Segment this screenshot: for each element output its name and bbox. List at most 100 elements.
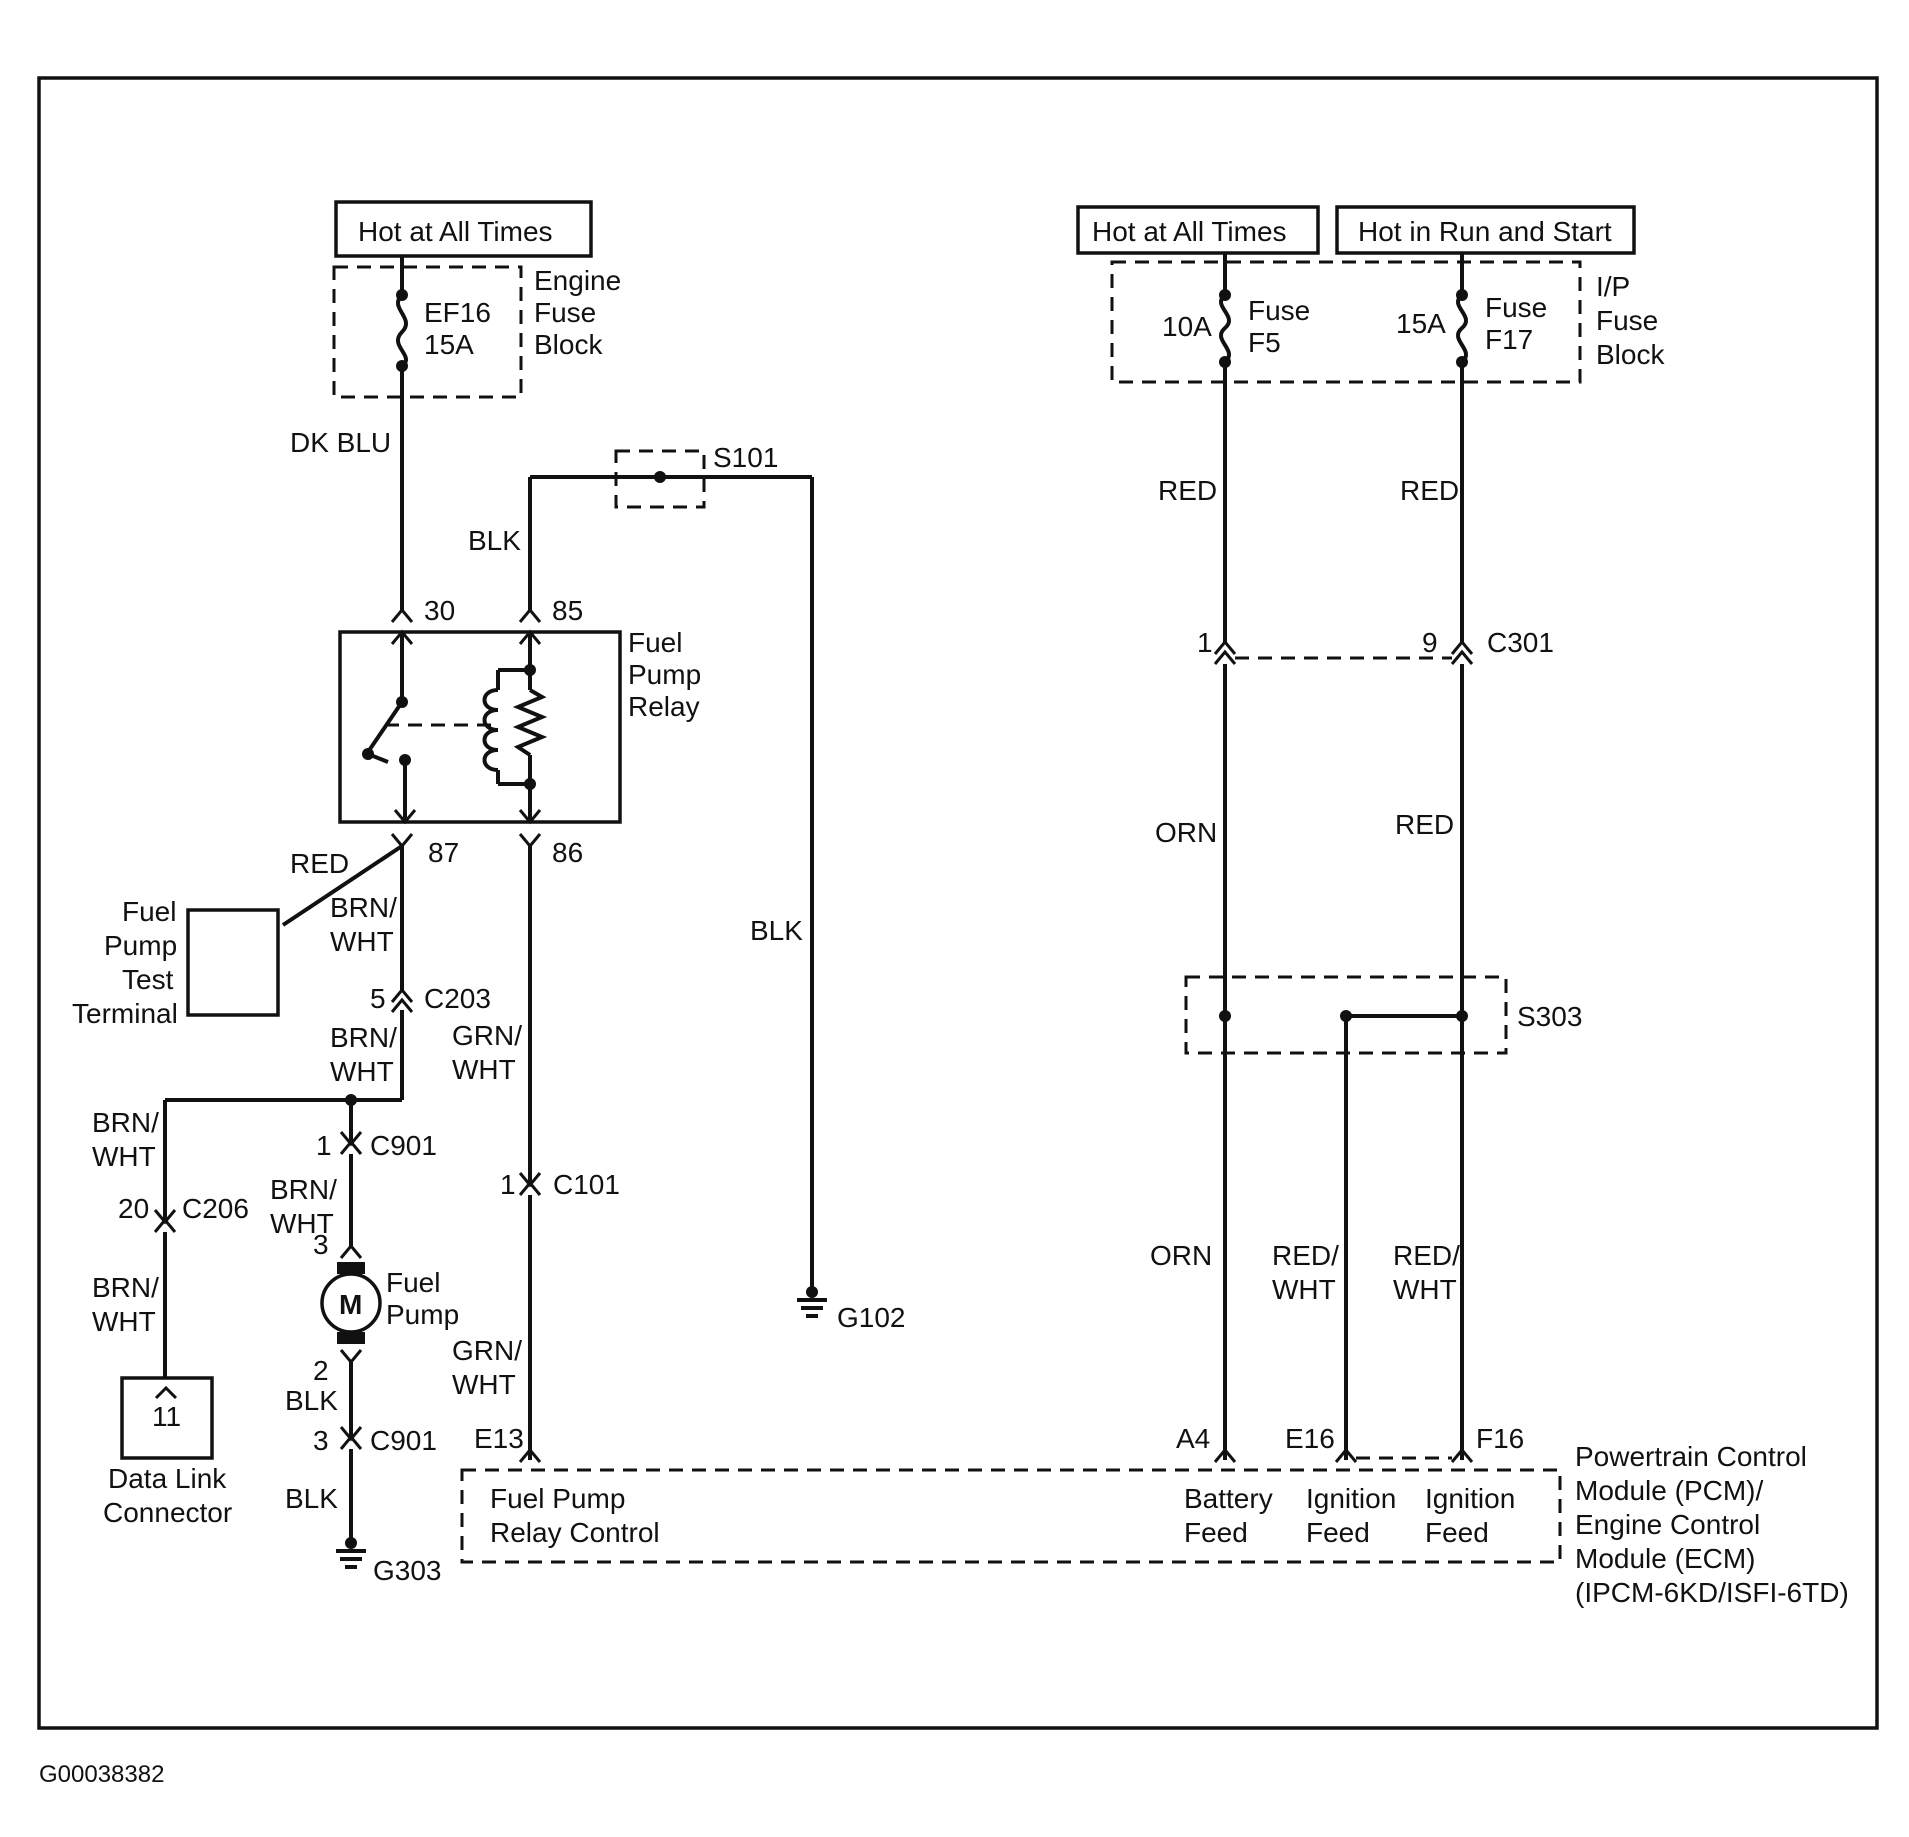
fuse-ef16-name: EF16 bbox=[424, 297, 491, 328]
c206-pin: 20 bbox=[118, 1193, 149, 1224]
hot-in-run-and-start-label: Hot in Run and Start bbox=[1358, 216, 1612, 247]
pcm-fpr-label-1: Fuel Pump bbox=[490, 1483, 625, 1514]
fuel-pump-relay: Fuel Pump Relay bbox=[338, 627, 701, 825]
wire-label-wht-f16: WHT bbox=[1393, 1274, 1457, 1305]
dlc-label-1: Data Link bbox=[108, 1463, 227, 1494]
relay-pin-30: 30 bbox=[424, 595, 455, 626]
wire-label-wht-e16: WHT bbox=[1272, 1274, 1336, 1305]
relay-control-circuit: 86 GRN/ WHT 1 C101 GRN/ WHT E13 bbox=[452, 833, 620, 1463]
c901-top-pin: 1 bbox=[316, 1130, 332, 1161]
wire-label-blk-g102: BLK bbox=[750, 915, 803, 946]
fuel-pump-pin-bottom: 2 bbox=[313, 1355, 329, 1386]
ignition-feed-circuit: RED 9 C301 RED S303 RED/ WHT RED/ WHT E1… bbox=[1184, 362, 1582, 1463]
fuse-f5-rating: 10A bbox=[1162, 311, 1212, 342]
engine-fuse-block-label-2: Fuse bbox=[534, 297, 596, 328]
pcm-battery-label-1: Battery bbox=[1184, 1483, 1273, 1514]
wire-label-orn-c301: ORN bbox=[1155, 817, 1217, 848]
c901-bottom-pin: 3 bbox=[313, 1425, 329, 1456]
battery-feed-circuit: RED 1 ORN ORN A4 bbox=[1150, 362, 1237, 1463]
relay-pin-87: 87 bbox=[428, 837, 459, 868]
ip-fuse-block-outline bbox=[1110, 260, 1582, 384]
fuel-pump-pin-top: 3 bbox=[313, 1229, 329, 1260]
pcm-battery-label-2: Feed bbox=[1184, 1517, 1248, 1548]
fuse-f17-label-2: F17 bbox=[1485, 324, 1533, 355]
fuel-pump-label-1: Fuel bbox=[386, 1267, 440, 1298]
pcm-fpr-label-2: Relay Control bbox=[490, 1517, 660, 1548]
wire-label-blk-g303: BLK bbox=[285, 1483, 338, 1514]
ip-fuse-block-label-3: Block bbox=[1596, 339, 1665, 370]
diagram-frame bbox=[37, 76, 1879, 1730]
wire-label-brn-c901: BRN/ bbox=[270, 1174, 337, 1205]
pcm-name-line-5: (IPCM-6KD/ISFI-6TD) bbox=[1575, 1577, 1849, 1608]
fuel-pump-test-terminal bbox=[186, 908, 280, 1017]
pcm-ignition-1-label-1: Ignition bbox=[1306, 1483, 1396, 1514]
wire-label-grn-86: GRN/ bbox=[452, 1020, 522, 1051]
pcm-ignition-2-label-1: Ignition bbox=[1425, 1483, 1515, 1514]
wire-label-wht-e13: WHT bbox=[452, 1369, 516, 1400]
test-terminal-label-4: Terminal bbox=[72, 998, 178, 1029]
wire-label-red-f17: RED bbox=[1400, 475, 1459, 506]
wire-label-brn-c206-b: BRN/ bbox=[92, 1272, 159, 1303]
ground-g303-label: G303 bbox=[373, 1555, 442, 1586]
pcm-pin-f16: F16 bbox=[1476, 1423, 1524, 1454]
right-power-sources: Hot at All Times Hot in Run and Start I/… bbox=[1076, 205, 1665, 384]
wire-label-brn-87-a: BRN/ bbox=[330, 892, 397, 923]
hot-at-all-times-label-right: Hot at All Times bbox=[1092, 216, 1287, 247]
fuse-f17-rating: 15A bbox=[1396, 308, 1446, 339]
pcm-module: Fuel Pump Relay Control Battery Feed Ign… bbox=[460, 1441, 1849, 1608]
wire-label-red-c301: RED bbox=[1395, 809, 1454, 840]
engine-fuse-block-outline bbox=[332, 265, 523, 399]
pcm-name-line-4: Module (ECM) bbox=[1575, 1543, 1755, 1574]
pcm-outline bbox=[460, 1468, 1562, 1564]
hot-in-run-and-start-box bbox=[1335, 205, 1636, 255]
engine-fuse-block-label-3: Block bbox=[534, 329, 603, 360]
pcm-pin-a4: A4 bbox=[1176, 1423, 1210, 1454]
fuse-ef16-rating: 15A bbox=[424, 329, 474, 360]
wire-label-dk-blu: DK BLU bbox=[290, 427, 391, 458]
splice-s303-label: S303 bbox=[1517, 1001, 1582, 1032]
wire-label-wht-c206-b: WHT bbox=[92, 1306, 156, 1337]
ip-fuse-block-label-2: Fuse bbox=[1596, 305, 1658, 336]
data-link-connector bbox=[120, 1376, 214, 1460]
wire-label-red-e16-a: RED/ bbox=[1272, 1240, 1339, 1271]
wire-label-wht-c206-a: WHT bbox=[92, 1141, 156, 1172]
relay-label-1: Fuel bbox=[628, 627, 682, 658]
relay-body bbox=[338, 630, 622, 824]
pcm-pin-e13: E13 bbox=[474, 1423, 524, 1454]
test-terminal-label-3: Test bbox=[122, 964, 174, 995]
c203-pin: 5 bbox=[370, 983, 386, 1014]
fuel-pump-motor-letter: M bbox=[339, 1289, 362, 1320]
diagram-id: G00038382 bbox=[39, 1761, 164, 1788]
relay-pin-85: 85 bbox=[552, 595, 583, 626]
wire-label-orn-a4: ORN bbox=[1150, 1240, 1212, 1271]
wire-label-red-f5: RED bbox=[1158, 475, 1217, 506]
left-power-source: Hot at All Times EF16 15A Engine Fuse Bl… bbox=[290, 200, 621, 626]
c301-pin-1: 1 bbox=[1197, 627, 1213, 658]
splice-s101-label: S101 bbox=[713, 442, 778, 473]
dlc-label-2: Connector bbox=[103, 1497, 232, 1528]
hot-at-all-times-label-left: Hot at All Times bbox=[358, 216, 553, 247]
hot-at-all-times-box-right bbox=[1076, 205, 1320, 255]
wire-label-wht-c901: WHT bbox=[270, 1208, 334, 1239]
pcm-name-line-2: Module (PCM)/ bbox=[1575, 1475, 1763, 1506]
c101-label: C101 bbox=[553, 1169, 620, 1200]
pcm-ignition-1-label-2: Feed bbox=[1306, 1517, 1370, 1548]
wire-label-red-test: RED bbox=[290, 848, 349, 879]
test-terminal-label-1: Fuel bbox=[122, 896, 176, 927]
wire-label-blk-85: BLK bbox=[468, 525, 521, 556]
dlc-pin: 11 bbox=[152, 1401, 181, 1432]
c301-label: C301 bbox=[1487, 627, 1554, 658]
relay-pin-86: 86 bbox=[552, 837, 583, 868]
wire-label-wht-c203: WHT bbox=[330, 1056, 394, 1087]
ip-fuse-block-label-1: I/P bbox=[1596, 271, 1630, 302]
pump-feed-circuit: 87 RED Fuel Pump Test Terminal BRN/ WHT … bbox=[72, 833, 491, 1586]
c203-label: C203 bbox=[424, 983, 491, 1014]
wire-label-wht-86: WHT bbox=[452, 1054, 516, 1085]
wire-label-brn-c206-a: BRN/ bbox=[92, 1107, 159, 1138]
wire-label-red-f16-a: RED/ bbox=[1393, 1240, 1460, 1271]
pcm-name-line-3: Engine Control bbox=[1575, 1509, 1760, 1540]
hot-at-all-times-box-left bbox=[334, 200, 593, 258]
wire-label-grn-e13: GRN/ bbox=[452, 1335, 522, 1366]
wire-label-brn-c203: BRN/ bbox=[330, 1022, 397, 1053]
